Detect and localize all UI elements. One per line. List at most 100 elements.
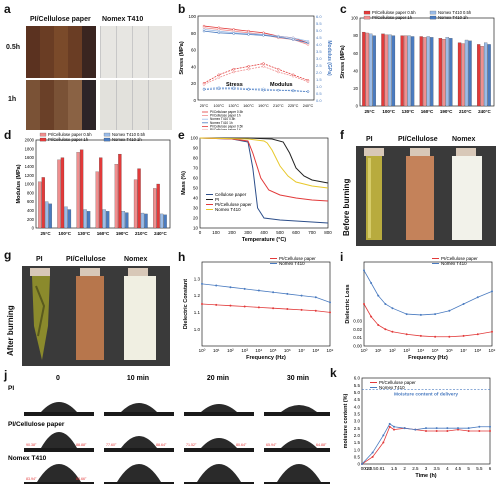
x-tick-label: 0.5 <box>370 466 377 471</box>
bar <box>160 213 164 229</box>
bar <box>133 179 138 229</box>
data-point <box>370 282 373 284</box>
series-line <box>363 303 493 338</box>
x-tick-label: 25°C <box>41 231 52 236</box>
x-tick-label: 3 <box>425 466 428 471</box>
water-droplet <box>37 464 81 482</box>
water-droplet <box>201 438 237 448</box>
bar <box>64 206 68 229</box>
data-point <box>257 306 260 309</box>
plot-frame <box>363 261 493 347</box>
data-point <box>232 87 235 91</box>
data-point <box>363 269 365 272</box>
y-tick-label: 1400 <box>25 164 35 169</box>
x-tick-label: 100°C <box>58 231 71 236</box>
data-point <box>414 428 417 431</box>
legend-label: Nomex T410 <box>441 261 467 266</box>
y-tick-label: 20 <box>191 81 197 86</box>
substrate-strip <box>184 412 254 416</box>
data-point <box>306 90 310 93</box>
substrate-strip <box>104 412 174 416</box>
bar <box>403 35 408 107</box>
x-tick-label: 160°C <box>97 231 110 236</box>
data-point <box>467 427 470 430</box>
data-point <box>314 309 317 312</box>
data-point <box>306 41 310 45</box>
series-line <box>199 137 329 189</box>
time-label: 20 min <box>207 375 229 382</box>
bar <box>480 46 484 107</box>
y-tick-label: 1000 <box>25 182 35 187</box>
sample-photos-grid <box>26 26 172 130</box>
bar <box>125 212 129 229</box>
panel-b-letter: b <box>178 2 186 16</box>
y-axis-label: Dielectric Loss <box>345 284 351 323</box>
data-point <box>201 282 203 285</box>
series-line <box>200 137 329 184</box>
water-droplet <box>41 432 77 448</box>
x-tick-label: 0.8 <box>376 466 383 471</box>
y2-tick-label: 3.0 <box>316 56 322 61</box>
y2-tick-label: 5.0 <box>316 28 322 33</box>
y-tick-label: 70 <box>193 166 199 171</box>
row-label: Nomex T410 <box>8 455 47 462</box>
x-tick-label: 0 <box>199 230 202 235</box>
x-tick-label: 0.3 <box>365 466 372 471</box>
bar <box>426 36 430 107</box>
y-tick-label: 1.0 <box>354 447 361 452</box>
legend-label: PI/Cellulose paper 0.5h <box>48 132 92 137</box>
x-tick-label: 10⁰ <box>361 348 368 353</box>
contact-angle-right: 80.64° <box>236 443 247 447</box>
bar <box>365 32 369 107</box>
bar <box>430 37 434 107</box>
stress-label: Stress <box>226 82 243 88</box>
contact-angle-left: 71.52° <box>186 443 197 447</box>
x-tick-label: 1 <box>382 466 385 471</box>
bar <box>57 159 61 229</box>
legend-label: Cellulose paper <box>215 192 247 197</box>
series-line <box>199 137 329 202</box>
x-tick-label: 10¹ <box>375 348 382 353</box>
bar <box>449 38 453 107</box>
panel-e-letter: e <box>178 128 185 142</box>
legend-label: Nomex T410 1h <box>112 137 142 142</box>
x-tick-label: 10⁹ <box>489 348 496 353</box>
y-tick-label: 0.01 <box>353 335 362 340</box>
data-point <box>419 313 422 316</box>
contact-angle-right: 88.64° <box>156 443 167 447</box>
bar <box>400 35 404 107</box>
y-tick-label: 800 <box>27 190 35 195</box>
data-point <box>363 303 365 305</box>
x-tick-label: 130°C <box>402 109 415 114</box>
delivery-annotation: Moisture content of delivery <box>394 391 458 397</box>
x-tick-label: 200 <box>228 230 236 235</box>
plot-frame <box>201 261 331 347</box>
legend-label: Nomex T410 1h <box>438 15 468 20</box>
y-tick-label: 1.3 <box>194 276 201 281</box>
series-line <box>203 29 309 42</box>
y-tick-label: 1.2 <box>194 293 201 298</box>
x-tick-label: 400 <box>260 230 268 235</box>
y-tick-label: 0 <box>357 462 360 467</box>
legend-label: PI/Cellulose paper 0.5h <box>210 124 243 128</box>
water-droplet <box>121 403 157 412</box>
data-point <box>306 80 310 84</box>
water-droplet <box>277 464 321 482</box>
y-tick-label: 1600 <box>25 155 35 160</box>
panel-f-title-pi: PI <box>366 136 373 143</box>
panel-g-title-nomex: Nomex <box>124 256 148 263</box>
series-line <box>201 283 331 303</box>
data-point <box>247 88 250 91</box>
modulus-label: Modulus <box>270 82 293 88</box>
data-point <box>393 428 395 431</box>
panel-a-col1: PI/Cellulose paper <box>30 16 91 23</box>
bar <box>457 42 462 107</box>
legend-label: Nomex T410 <box>379 385 405 390</box>
data-point <box>247 65 250 68</box>
row-label: PI/Cellulose paper <box>8 421 65 428</box>
legend-label: Nomex T410 0.5h <box>438 10 472 15</box>
data-point <box>300 308 303 311</box>
